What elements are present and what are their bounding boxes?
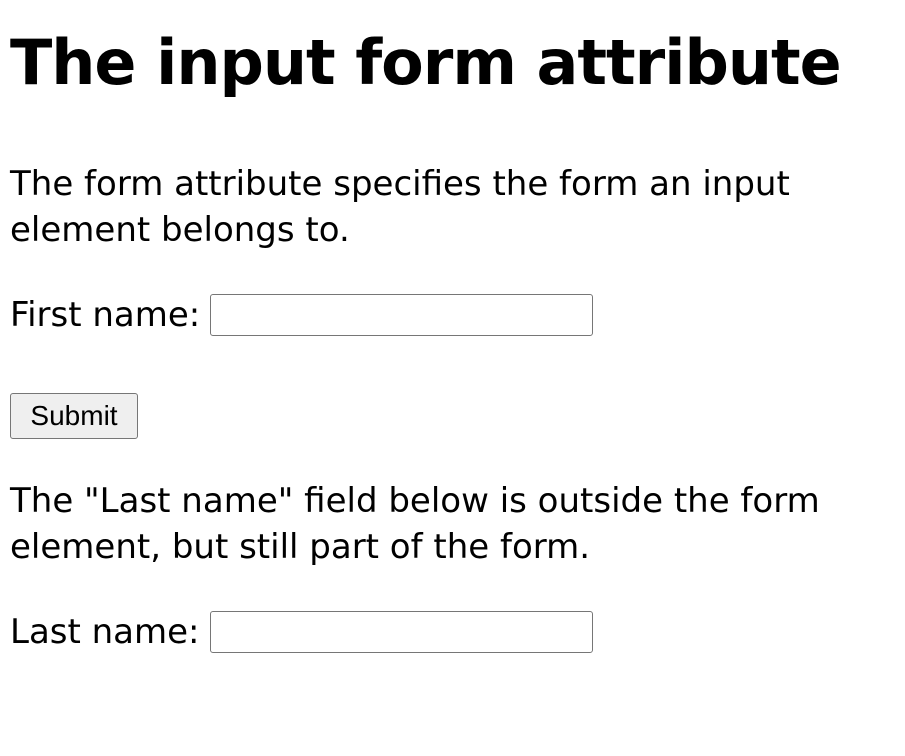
first-name-row: First name: [10,292,594,338]
page-title: The input form attribute [10,26,842,99]
last-name-label: Last name: [10,612,200,652]
first-name-input[interactable] [210,294,594,336]
last-name-input[interactable] [209,611,593,653]
intro-paragraph: The form attribute specifies the form an… [10,164,790,250]
submit-button[interactable]: Submit [10,393,138,439]
first-name-label: First name: [10,295,201,335]
last-name-row: Last name: [10,609,593,655]
outside-note-paragraph: The "Last name" field below is outside t… [10,481,820,567]
